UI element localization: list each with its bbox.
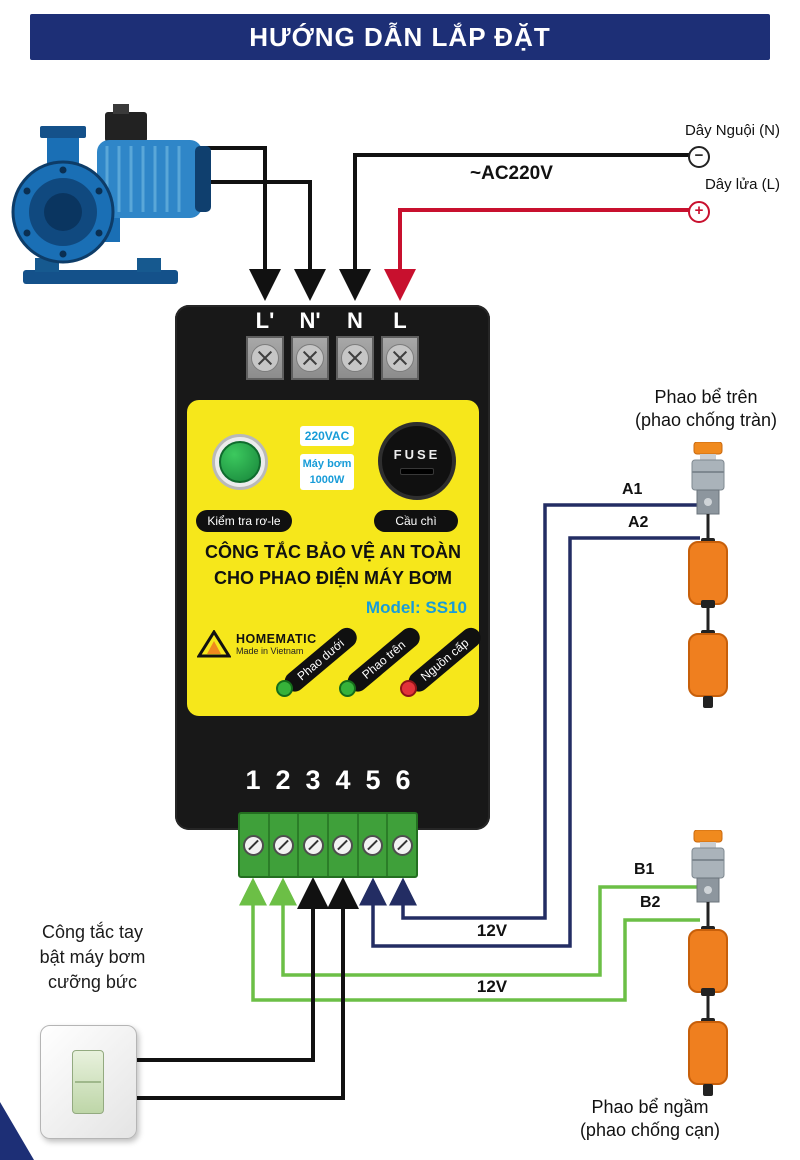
- voltage-tag-top-float: 12V: [476, 921, 508, 940]
- voltage-rating-badge: 220VAC: [300, 426, 354, 446]
- brand-name: HOMEMATIC: [236, 632, 317, 646]
- bottom-terminal-block: [238, 812, 418, 878]
- screw-icon: [296, 344, 324, 372]
- green-button-icon: [219, 441, 261, 483]
- screw-icon: [341, 344, 369, 372]
- relay-test-caption: Kiểm tra rơ-le: [196, 510, 292, 532]
- float-top-label: Phao bể trên (phao chống tràn): [600, 386, 800, 432]
- manual-switch-label: Công tắc tay bật máy bơm cưỡng bức: [15, 920, 170, 995]
- ac-voltage-label: ~AC220V: [470, 163, 553, 184]
- wire-switch-to-terminal4: [132, 877, 359, 1100]
- power-rating-line1: Máy bơm: [302, 458, 352, 470]
- terminal-cell-3: [299, 814, 330, 876]
- wire-a2-to-terminal5: [359, 536, 700, 948]
- manual-switch-label-line2: bật máy bơm: [39, 947, 146, 967]
- wire-switch-to-terminal3: [132, 877, 329, 1062]
- terminal-screw-Nprime: [291, 336, 329, 380]
- switch-rocker-icon: [72, 1050, 104, 1114]
- terminal-label-L: L: [393, 308, 407, 333]
- terminal-number-2: 2: [275, 765, 291, 795]
- screw-icon: [386, 344, 414, 372]
- device-title-line2: CHO PHAO ĐIỆN MÁY BƠM: [213, 568, 453, 588]
- wire-a1-to-terminal6: [389, 503, 700, 920]
- terminal-cell-4: [329, 814, 359, 876]
- wire-tag-b1: B1: [634, 861, 655, 878]
- terminal-label-Nprime: N': [299, 308, 321, 333]
- wire-ac-neutral-to-N: [339, 153, 690, 301]
- terminal-screw-N: [336, 336, 374, 380]
- float-bottom-label: Phao bể ngầm (phao chống cạn): [540, 1096, 760, 1142]
- terminal-number-3: 3: [305, 765, 321, 795]
- page-title: HƯỚNG DẪN LẮP ĐẶT: [30, 14, 770, 60]
- brand-tagline: Made in Vietnam: [236, 646, 304, 656]
- neutral-wire-label: Dây Nguội (N): [684, 122, 780, 139]
- wire-b2-to-terminal1: [239, 877, 700, 1002]
- float-top-label-line1: Phao bể trên: [654, 387, 758, 407]
- terminal-number-6: 6: [395, 765, 411, 795]
- led-float-upper-icon: [339, 680, 356, 697]
- fuse-text: FUSE: [393, 447, 441, 462]
- pump-motor: [97, 140, 202, 218]
- model-label: Model: SS10: [365, 598, 467, 617]
- screw-icon: [273, 834, 294, 856]
- live-terminal-symbol: +: [688, 201, 710, 223]
- manual-switch-label-line1: Công tắc tay: [41, 922, 144, 942]
- fuse-slot-icon: [400, 468, 434, 475]
- power-rating-line2: 1000W: [309, 473, 345, 486]
- terminal-number-4: 4: [335, 765, 351, 795]
- power-rating-badge: Máy bơm 1000W: [300, 454, 354, 490]
- float-bottom-label-line1: Phao bể ngầm: [591, 1097, 709, 1117]
- terminal-number-5: 5: [365, 765, 381, 795]
- terminal-label-Lprime: L': [255, 308, 275, 333]
- screw-icon: [332, 834, 354, 856]
- wire-tag-a1: A1: [622, 481, 643, 498]
- controller-faceplate: 220VAC Máy bơm 1000W FUSE Kiểm tra rơ-le…: [187, 400, 485, 716]
- terminal-cell-6: [388, 814, 416, 876]
- wire-tag-b2: B2: [640, 894, 661, 911]
- float-top-label-line2: (phao chống tràn): [634, 410, 778, 430]
- terminal-label-N: N: [347, 308, 363, 333]
- wire-pump-to-Lprime: [200, 146, 281, 301]
- screw-icon: [251, 344, 279, 372]
- wire-b1-to-terminal2: [269, 877, 700, 977]
- terminal-screw-Lprime: [246, 336, 284, 380]
- terminal-cell-5: [359, 814, 389, 876]
- terminal-cell-1: [240, 814, 270, 876]
- neutral-terminal-symbol: −: [688, 146, 710, 168]
- brand-logo-icon: [197, 630, 231, 658]
- wire-ac-live-to-L: [384, 208, 690, 301]
- terminal-screw-L: [381, 336, 419, 380]
- wire-tag-a2: A2: [628, 514, 649, 531]
- pump-image: [11, 104, 211, 284]
- float-bottom-label-line2: (phao chống cạn): [579, 1120, 721, 1140]
- terminal-cell-2: [270, 814, 300, 876]
- screw-icon: [302, 834, 324, 856]
- led-float-lower-icon: [276, 680, 293, 697]
- fuse-holder: FUSE: [378, 422, 456, 500]
- live-wire-label: Dây lửa (L): [704, 176, 780, 193]
- voltage-tag-bottom-float: 12V: [476, 977, 508, 996]
- screw-icon: [391, 834, 413, 856]
- pump-junction-box: [105, 112, 147, 142]
- brand-logo: HOMEMATIC Made in Vietnam: [197, 630, 317, 658]
- screw-icon: [362, 834, 384, 856]
- manual-switch-image: [40, 1025, 137, 1139]
- fuse-caption: Cầu chì: [374, 510, 458, 532]
- device-title-line1: CÔNG TẮC BẢO VỆ AN TOÀN: [204, 542, 461, 562]
- screw-icon: [243, 834, 265, 856]
- float-switch-bottom-image: [688, 830, 728, 1096]
- terminal-number-1: 1: [245, 765, 261, 795]
- relay-test-button: [212, 434, 268, 490]
- float-switch-top-image: [688, 442, 728, 708]
- manual-switch-label-line3: cưỡng bức: [48, 972, 137, 992]
- wire-pump-to-Nprime: [200, 180, 326, 301]
- led-power-icon: [400, 680, 417, 697]
